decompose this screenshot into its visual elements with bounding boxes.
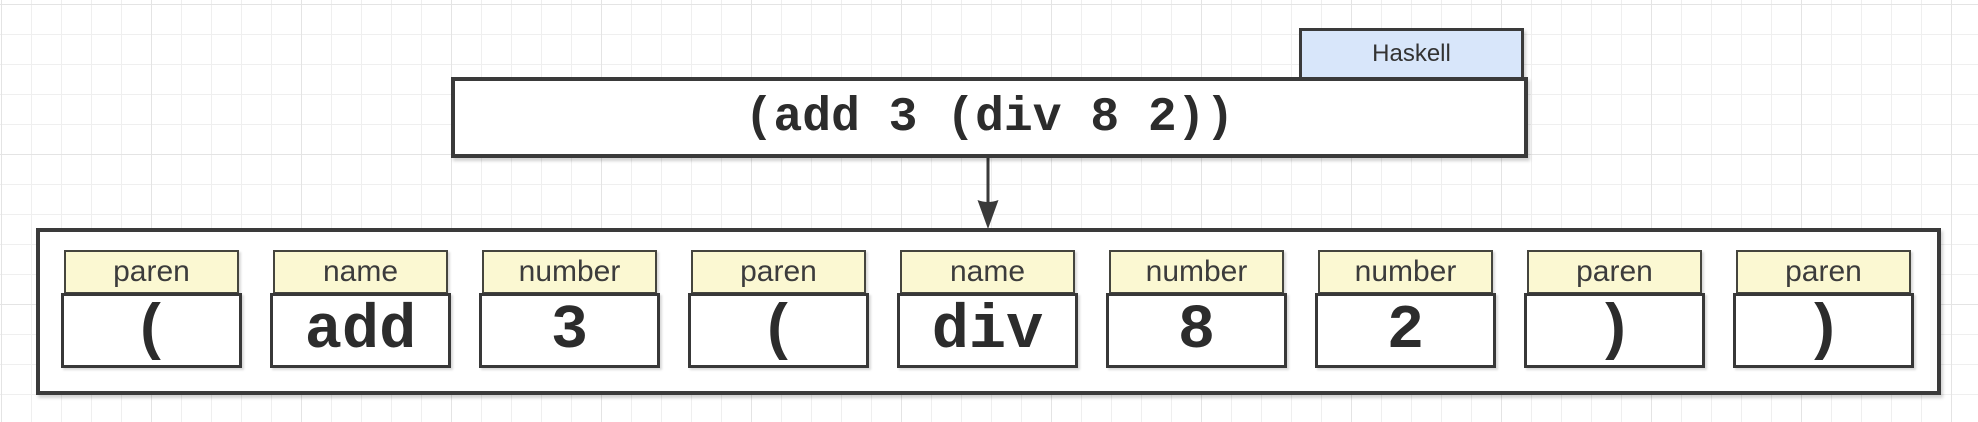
token-2-name[interactable]: name add [270,250,451,370]
expression-text: (add 3 (div 8 2)) [744,90,1235,145]
token-value: add [270,293,451,368]
token-type-label: paren [1527,250,1702,294]
token-9-paren[interactable]: paren ) [1733,250,1914,370]
expression-box[interactable]: (add 3 (div 8 2)) [451,77,1528,158]
token-value: 3 [479,293,660,368]
token-type-label: paren [1736,250,1911,294]
token-5-name[interactable]: name div [897,250,1078,370]
token-type-label: paren [691,250,866,294]
token-7-number[interactable]: number 2 [1315,250,1496,370]
token-value: ) [1524,293,1705,368]
token-type-label: number [1109,250,1284,294]
token-value: ( [688,293,869,368]
token-value: ) [1733,293,1914,368]
token-4-paren[interactable]: paren ( [688,250,869,370]
down-arrow-icon [977,157,999,229]
language-tag[interactable]: Haskell [1299,28,1524,80]
token-type-label: number [1318,250,1493,294]
token-strip: paren ( name add number 3 paren ( name d… [36,228,1941,395]
token-1-paren[interactable]: paren ( [61,250,242,370]
token-6-number[interactable]: number 8 [1106,250,1287,370]
token-value: div [897,293,1078,368]
token-value: 8 [1106,293,1287,368]
token-type-label: name [273,250,448,294]
token-type-label: paren [64,250,239,294]
token-value: 2 [1315,293,1496,368]
token-type-label: name [900,250,1075,294]
token-type-label: number [482,250,657,294]
token-value: ( [61,293,242,368]
language-tag-label: Haskell [1372,40,1451,67]
token-3-number[interactable]: number 3 [479,250,660,370]
token-8-paren[interactable]: paren ) [1524,250,1705,370]
